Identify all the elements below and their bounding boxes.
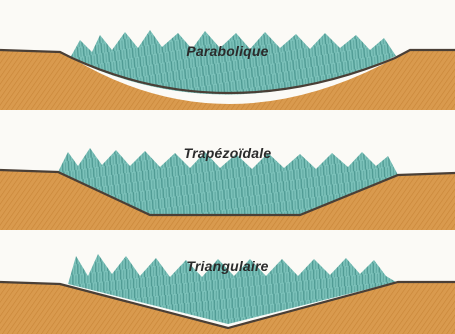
profile-label-triangular: Triangulaire (0, 258, 455, 274)
triangular-cross-section (0, 232, 455, 334)
trapezoidal-cross-section (0, 120, 455, 230)
panel-parabolic: Parabolique (0, 0, 455, 112)
panel-trapezoidal: Trapézoïdale (0, 120, 455, 230)
profile-label-parabolic: Parabolique (0, 43, 455, 59)
profile-label-trapezoidal: Trapézoïdale (0, 145, 455, 161)
panel-triangular: Triangulaire (0, 232, 455, 334)
